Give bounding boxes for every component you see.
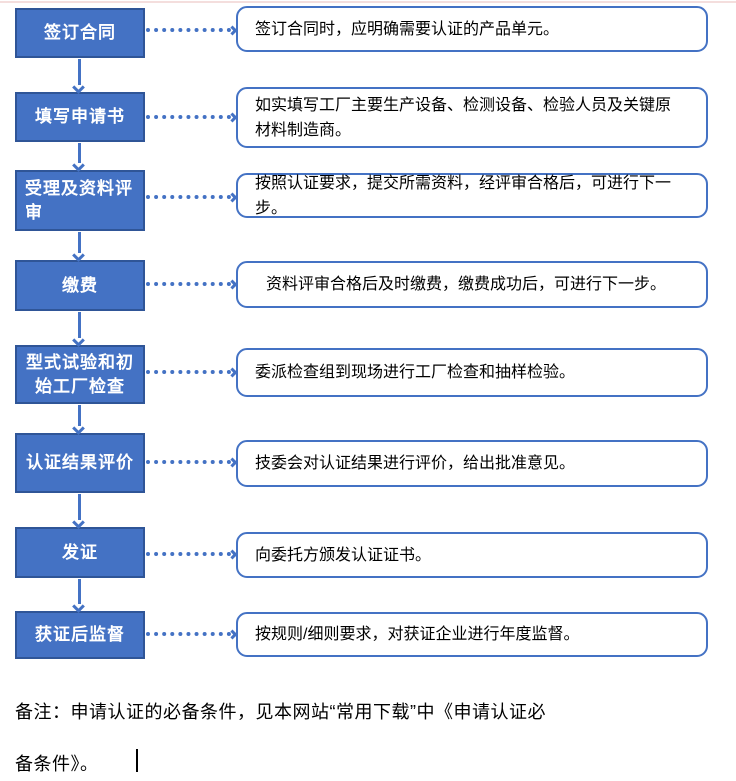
dotted-connector-4	[146, 278, 238, 290]
desc-box-6: 技委会对认证结果进行评价，给出批准意见。	[236, 440, 708, 487]
dotted-connector-6	[146, 456, 238, 468]
dotted-line	[146, 460, 231, 464]
down-arrow-1	[78, 59, 81, 85]
desc-text: 签订合同时，应明确需要认证的产品单元。	[255, 20, 560, 38]
desc-text: 技委会对认证结果进行评价，给出批准意见。	[255, 455, 576, 472]
dotted-line	[146, 282, 231, 286]
dotted-connector-1	[146, 24, 238, 36]
step-box-7: 发证	[15, 527, 145, 578]
step-box-6: 认证结果评价	[15, 433, 145, 493]
desc-text: 委派检查组到现场进行工厂检查和抽样检验。	[255, 364, 576, 381]
desc-box-3: 按照认证要求，提交所需资料，经评审合格后，可进行下一步。	[236, 173, 708, 218]
desc-text: 按照认证要求，提交所需资料，经评审合格后，可进行下一步。	[255, 174, 672, 217]
desc-text: 按规则/细则要求，对获证企业进行年度监督。	[255, 626, 580, 643]
desc-text: 向委托方颁发认证证书。	[255, 546, 432, 564]
down-arrow-7	[78, 579, 81, 604]
note-line-1[interactable]: 备注：申请认证的必备条件，见本网站“常用下载”中《申请认证必	[15, 702, 546, 722]
step-box-4: 缴费	[15, 260, 145, 311]
dotted-connector-5	[146, 366, 238, 378]
down-arrow-2	[78, 143, 81, 163]
text-cursor	[136, 749, 138, 772]
dotted-line	[146, 28, 231, 32]
dotted-line	[146, 552, 231, 556]
step-box-1: 签订合同	[15, 8, 145, 58]
down-arrow-6	[78, 494, 81, 520]
desc-box-8: 按规则/细则要求，对获证企业进行年度监督。	[236, 612, 708, 657]
dotted-connector-3	[146, 191, 238, 203]
dotted-line	[146, 195, 231, 199]
step-box-2: 填写申请书	[15, 92, 145, 142]
desc-box-2: 如实填写工厂主要生产设备、检测设备、检验人员及关键原材料制造商。	[236, 87, 708, 148]
down-arrow-4	[78, 312, 81, 338]
dotted-line	[146, 632, 231, 636]
note-line-2[interactable]: 备条件》。	[15, 754, 99, 774]
down-arrow-3	[78, 232, 81, 253]
step-box-8: 获证后监督	[15, 611, 145, 659]
desc-text: 资料评审合格后及时缴费，缴费成功后，可进行下一步。	[266, 276, 667, 293]
dotted-connector-2	[146, 111, 238, 123]
down-arrow-5	[78, 405, 81, 426]
desc-text: 如实填写工厂主要生产设备、检测设备、检验人员及关键原材料制造商。	[255, 96, 672, 139]
dotted-line	[146, 370, 231, 374]
desc-box-4: 资料评审合格后及时缴费，缴费成功后，可进行下一步。	[236, 261, 708, 308]
step-box-3: 受理及资料评审	[15, 170, 145, 231]
top-divider-rule	[0, 1, 736, 3]
dotted-connector-7	[146, 548, 238, 560]
desc-box-7: 向委托方颁发认证证书。	[236, 532, 708, 578]
desc-box-5: 委派检查组到现场进行工厂检查和抽样检验。	[236, 348, 708, 397]
dotted-connector-8	[146, 628, 238, 640]
desc-box-1: 签订合同时，应明确需要认证的产品单元。	[236, 6, 708, 52]
step-box-5: 型式试验和初始工厂检查	[15, 345, 145, 404]
dotted-line	[146, 115, 231, 119]
